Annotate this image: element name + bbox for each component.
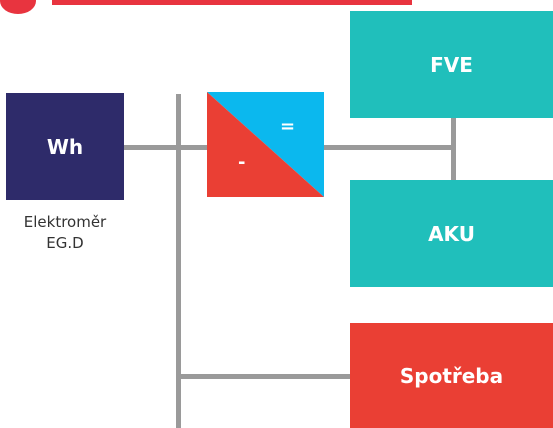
- inverter-ac-half: [207, 92, 324, 197]
- connector-bus-inverter: [178, 145, 208, 150]
- inverter-dc-symbol: =: [280, 116, 296, 137]
- spotreba-box: Spotřeba: [350, 323, 553, 428]
- inverter-ac-symbol: -: [238, 152, 246, 173]
- meter-caption: Elektroměr EG.D: [6, 212, 124, 254]
- title-strip-cropped: [0, 0, 553, 18]
- meter-caption-line2: EG.D: [46, 234, 84, 252]
- title-text-cropped: [52, 0, 412, 5]
- inverter-graphic: [207, 92, 324, 197]
- connector-inverter-dc-bus: [323, 145, 456, 150]
- fve-box: FVE: [350, 11, 553, 118]
- connector-bus-spotreba: [178, 374, 350, 379]
- inverter-block: = -: [207, 92, 324, 197]
- title-accent-icon: [0, 0, 36, 14]
- meter-caption-line1: Elektroměr: [23, 213, 107, 231]
- connector-meter-bus: [124, 145, 178, 150]
- dc-bus-vertical: [451, 85, 456, 181]
- meter-box: Wh: [6, 93, 124, 200]
- main-bus-vertical: [176, 94, 181, 428]
- aku-box: AKU: [350, 180, 553, 287]
